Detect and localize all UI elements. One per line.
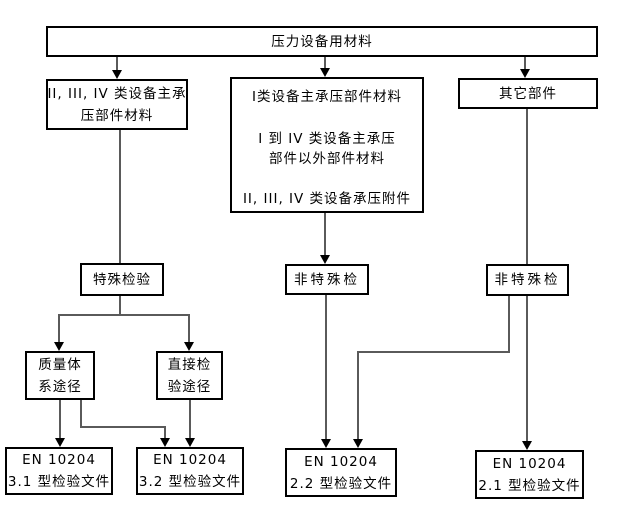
node-en10204-type21-document: EN 10204 2.1 型检验文件 [475,450,584,499]
arrowhead-nonspecial-mid-to-en22 [321,439,331,448]
connector-special-stem [119,296,121,315]
node-class1-and-other-materials: I类设备主承压部件材料 I 到 IV 类设备主承压 部件以外部件材料 II, I… [230,77,424,213]
node-label-line: 验途径 [167,378,212,395]
arrowhead-quality-to-en32 [160,438,170,447]
node-non-special-inspection-mid: 非特殊检 [285,264,369,295]
connector-quality-to-en32-elbow-across [80,426,166,428]
arrowhead-split-to-quality-system [54,342,64,351]
node-label-line: 2.2 型检验文件 [289,475,393,492]
node-non-special-inspection-right: 非特殊检 [486,264,569,296]
node-en10204-type31-document: EN 10204 3.1 型检验文件 [5,447,113,495]
node-label-line: 质量体 [38,356,82,373]
node-label: 其它部件 [499,85,557,102]
arrowhead-root-to-class234 [112,70,122,79]
connector-split-to-quality-system [58,314,60,343]
connector-special-split-bar [58,314,190,316]
connector-split-to-direct-route [188,314,190,343]
node-label-line: 3.2 型检验文件 [138,474,242,490]
node-label-line: I类设备主承压部件材料 [252,89,402,105]
arrowhead-class1-to-nonspecial-mid [320,255,330,264]
node-label-line: EN 10204 [304,453,378,470]
node-label-line: 系途径 [38,378,82,395]
node-class234-main-pressure-parts: II, III, IV 类设备主承 压部件材料 [46,79,188,130]
node-label-line: 部件以外部件材料 [269,151,385,167]
node-label: 压力设备用材料 [271,33,373,50]
node-label-line: II, III, IV 类设备承压附件 [242,191,412,207]
node-label-line: EN 10204 [492,455,567,472]
arrowhead-direct-to-en32 [185,438,195,447]
node-special-inspection: 特殊检验 [80,263,164,296]
node-en10204-type22-document: EN 10204 2.2 型检验文件 [285,448,397,497]
connector-nonspecial-right-elbow-drop [357,351,359,439]
node-pressure-equipment-materials: 压力设备用材料 [46,26,598,57]
node-label: 非特殊检 [294,271,360,288]
node-label-line: EN 10204 [153,452,227,468]
node-direct-inspection-route: 直接检 验途径 [156,351,223,400]
connector-other-parts-to-nonspecial-right [526,108,528,264]
connector-quality-to-en32-elbow-down [80,400,82,428]
node-label: 特殊检验 [93,271,151,288]
connector-direct-to-en32 [189,400,191,439]
node-label-line: 2.1 型检验文件 [478,477,581,494]
arrowhead-nonspecial-right-to-en21 [522,441,532,450]
arrowhead-split-to-direct-route [184,342,194,351]
node-other-parts: 其它部件 [458,78,598,109]
node-quality-system-route: 质量体 系途径 [25,351,95,400]
connector-class1-to-nonspecial-mid [324,213,326,256]
arrowhead-quality-to-en31 [55,438,65,447]
connector-quality-to-en32-elbow-drop [164,426,166,439]
node-label: 非特殊检 [494,272,561,288]
connector-nonspecial-right-elbow-across [357,351,510,353]
arrowhead-root-to-class1 [320,68,330,77]
connector-class234-to-special [119,129,121,263]
node-label-line: 3.1 型检验文件 [7,474,111,490]
node-label-line: I 到 IV 类设备主承压 [258,131,396,147]
connector-root-to-class234 [116,56,118,71]
node-label-line: EN 10204 [22,452,96,468]
arrowhead-nonspecial-right-to-en22 [353,439,363,448]
arrowhead-root-to-other-parts [520,69,530,78]
node-en10204-type32-document: EN 10204 3.2 型检验文件 [136,447,244,495]
connector-root-to-class1 [324,56,326,69]
node-label-line: 压部件材料 [80,107,154,124]
connector-root-to-other-parts [524,56,526,70]
node-label-line: II, III, IV 类设备主承 [47,85,187,102]
node-label-line: 直接检 [167,356,212,373]
connector-quality-to-en31 [59,400,61,439]
connector-nonspecial-right-to-en21 [526,296,528,443]
connector-nonspecial-right-elbow-down [508,296,510,353]
connector-nonspecial-mid-to-en22 [325,295,327,440]
